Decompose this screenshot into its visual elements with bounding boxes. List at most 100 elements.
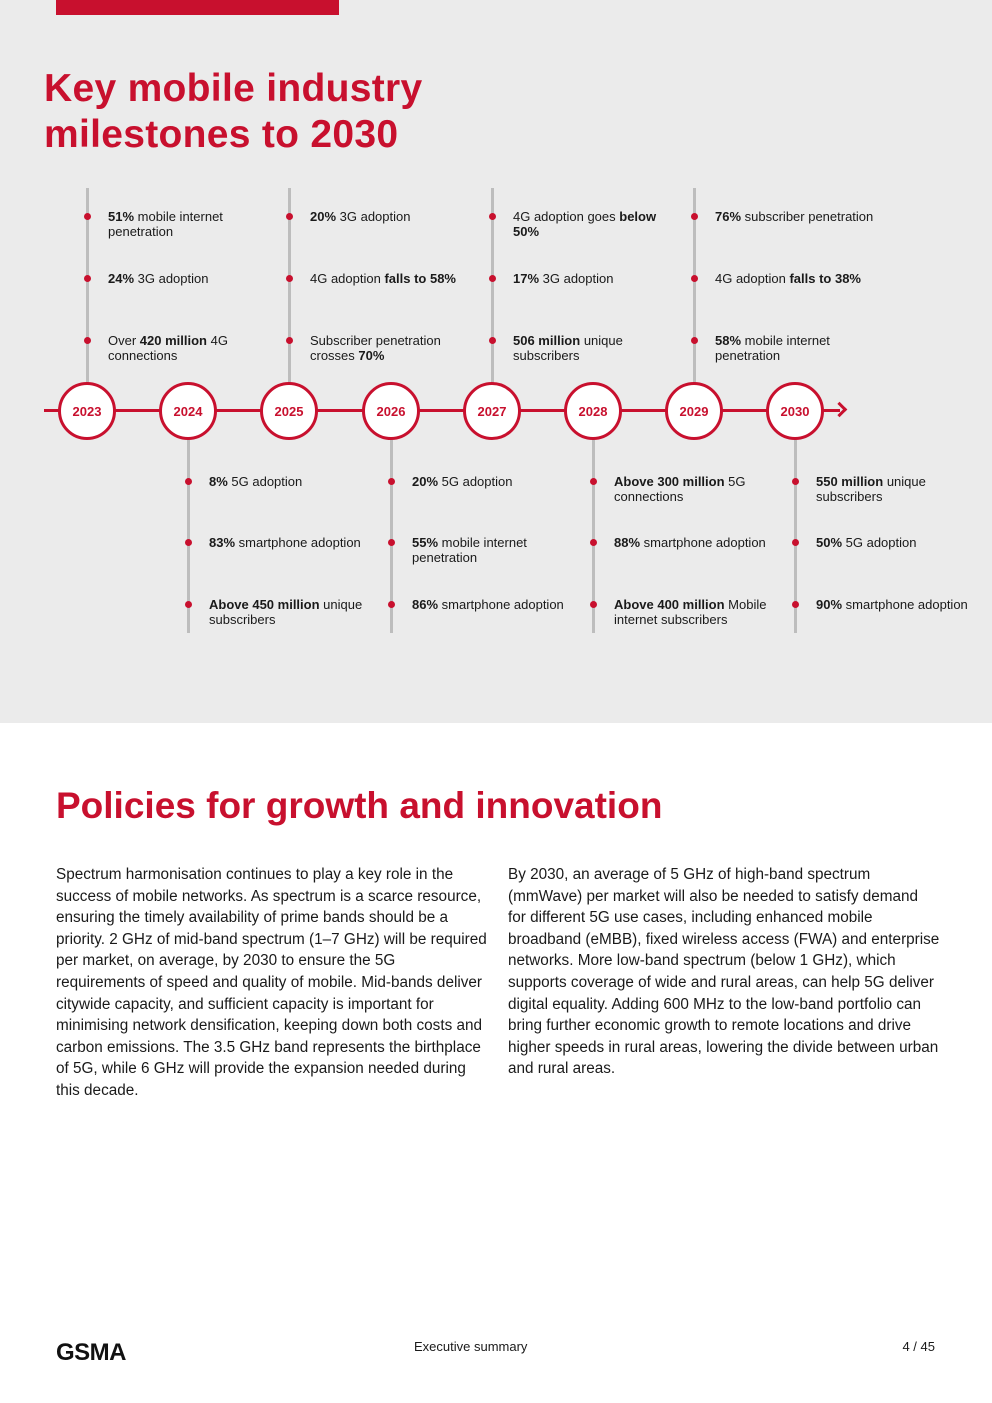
milestone-text-rest: 3G adoption xyxy=(134,271,209,286)
milestone-stem xyxy=(491,188,494,383)
gsma-logo: GSMA xyxy=(56,1339,127,1366)
timeline-axis xyxy=(44,409,840,412)
milestone-dot xyxy=(792,478,799,485)
milestone-text-bold: 58% xyxy=(715,333,742,348)
timeline-title: Key mobile industry milestones to 2030 xyxy=(44,66,422,158)
milestone-dot xyxy=(489,275,496,282)
year-marker-2023: 2023 xyxy=(58,382,116,440)
milestone-dot xyxy=(185,601,192,608)
milestone-text: 58% mobile internet penetration xyxy=(715,333,875,363)
milestone-text: 550 million unique subscribers xyxy=(816,474,976,504)
milestone-stem xyxy=(693,188,696,383)
milestone-stem xyxy=(794,437,797,633)
milestone-text-bold: 506 million xyxy=(513,333,581,348)
milestone-text: 8% 5G adoption xyxy=(209,474,369,489)
footer-section: Executive summary xyxy=(414,1339,528,1354)
milestone-text-bold: 70% xyxy=(358,348,385,363)
milestone-text-bold: Above 300 million xyxy=(614,474,725,489)
milestone-text-pre: 4G adoption xyxy=(310,271,385,286)
milestone-text-bold: 76% xyxy=(715,209,742,224)
milestone-text-bold: Above 450 million xyxy=(209,597,320,612)
milestone-text: 506 million unique subscribers xyxy=(513,333,673,363)
milestone-text: 88% smartphone adoption xyxy=(614,535,774,550)
milestone-dot xyxy=(286,213,293,220)
timeline-title-line: milestones to 2030 xyxy=(44,113,399,156)
milestone-text-bold: 90% xyxy=(816,597,843,612)
accent-bar xyxy=(56,0,339,15)
milestone-text: 20% 3G adoption xyxy=(310,209,470,224)
milestone-text-bold: 51% xyxy=(108,209,135,224)
year-marker-2030: 2030 xyxy=(766,382,824,440)
year-marker-2024: 2024 xyxy=(159,382,217,440)
milestone-text-rest: unique subscribers xyxy=(513,333,623,363)
milestone-text-bold: 88% xyxy=(614,535,641,550)
section-heading: Policies for growth and innovation xyxy=(56,785,663,826)
milestone-text-bold: 550 million xyxy=(816,474,884,489)
milestone-text-rest: mobile internet penetration xyxy=(108,209,223,239)
milestone-text: Subscriber penetration crosses 70% xyxy=(310,333,470,363)
milestone-dot xyxy=(590,601,597,608)
year-marker-2027: 2027 xyxy=(463,382,521,440)
milestone-text-rest: smartphone adoption xyxy=(640,535,766,550)
milestone-stem xyxy=(390,437,393,633)
milestone-text-rest: unique subscribers xyxy=(209,597,363,627)
milestone-stem xyxy=(592,437,595,633)
year-marker-2025: 2025 xyxy=(260,382,318,440)
milestone-text-rest: mobile internet penetration xyxy=(412,535,527,565)
milestone-dot xyxy=(84,337,91,344)
milestone-text: 4G adoption falls to 58% xyxy=(310,271,470,286)
milestone-dot xyxy=(590,478,597,485)
milestone-text-pre: Subscriber penetration crosses xyxy=(310,333,441,363)
milestone-text-rest: 5G connections xyxy=(614,474,746,504)
milestone-dot xyxy=(691,275,698,282)
milestone-stem xyxy=(187,437,190,633)
milestone-text-bold: 17% xyxy=(513,271,540,286)
milestone-dot xyxy=(489,337,496,344)
milestone-text-rest: smartphone adoption xyxy=(438,597,564,612)
milestone-text: 76% subscriber penetration xyxy=(715,209,875,224)
milestone-dot xyxy=(388,601,395,608)
milestone-text-rest: 4G connections xyxy=(108,333,228,363)
milestone-dot xyxy=(792,601,799,608)
milestone-text: 83% smartphone adoption xyxy=(209,535,369,550)
milestone-dot xyxy=(489,213,496,220)
milestone-text-rest: 5G adoption xyxy=(842,535,917,550)
milestone-text-bold: 50% xyxy=(816,535,843,550)
milestone-dot xyxy=(286,337,293,344)
milestone-dot xyxy=(691,337,698,344)
milestone-dot xyxy=(84,213,91,220)
milestone-text-pre: 4G adoption goes xyxy=(513,209,620,224)
milestone-text-bold: 20% xyxy=(412,474,439,489)
milestone-dot xyxy=(388,539,395,546)
milestone-text: 90% smartphone adoption xyxy=(816,597,976,612)
page-number: 4 / 45 xyxy=(902,1339,935,1354)
milestone-text-bold: 83% xyxy=(209,535,236,550)
milestone-text-bold: 55% xyxy=(412,535,439,550)
milestone-dot xyxy=(388,478,395,485)
milestone-text-bold: 420 million xyxy=(139,333,207,348)
milestone-text-pre: 4G adoption xyxy=(715,271,790,286)
milestone-dot xyxy=(185,539,192,546)
milestone-text-rest: 5G adoption xyxy=(227,474,303,489)
milestone-text-rest: 5G adoption xyxy=(438,474,513,489)
milestone-text: 17% 3G adoption xyxy=(513,271,673,286)
paragraph-right: By 2030, an average of 5 GHz of high-ban… xyxy=(508,866,940,1078)
milestone-text-rest: smartphone adoption xyxy=(842,597,968,612)
timeline-title-line: Key mobile industry xyxy=(44,67,423,110)
milestone-text: 4G adoption goes below 50% xyxy=(513,209,673,239)
milestone-text: 20% 5G adoption xyxy=(412,474,572,489)
milestone-text-bold: falls to 58% xyxy=(384,271,456,286)
year-marker-2028: 2028 xyxy=(564,382,622,440)
milestone-text-rest: 3G adoption xyxy=(336,209,411,224)
milestone-dot xyxy=(792,539,799,546)
milestone-text: Above 400 million Mobile internet subscr… xyxy=(614,597,774,627)
milestone-text: 55% mobile internet penetration xyxy=(412,535,572,565)
milestone-dot xyxy=(84,275,91,282)
milestone-text: 4G adoption falls to 38% xyxy=(715,271,875,286)
milestone-text-bold: below 50% xyxy=(513,209,657,239)
milestone-dot xyxy=(590,539,597,546)
milestone-text-bold: 8% xyxy=(209,474,228,489)
milestone-text-rest: subscriber penetration xyxy=(741,209,874,224)
milestone-text-bold: falls to 38% xyxy=(789,271,861,286)
milestone-stem xyxy=(86,188,89,383)
